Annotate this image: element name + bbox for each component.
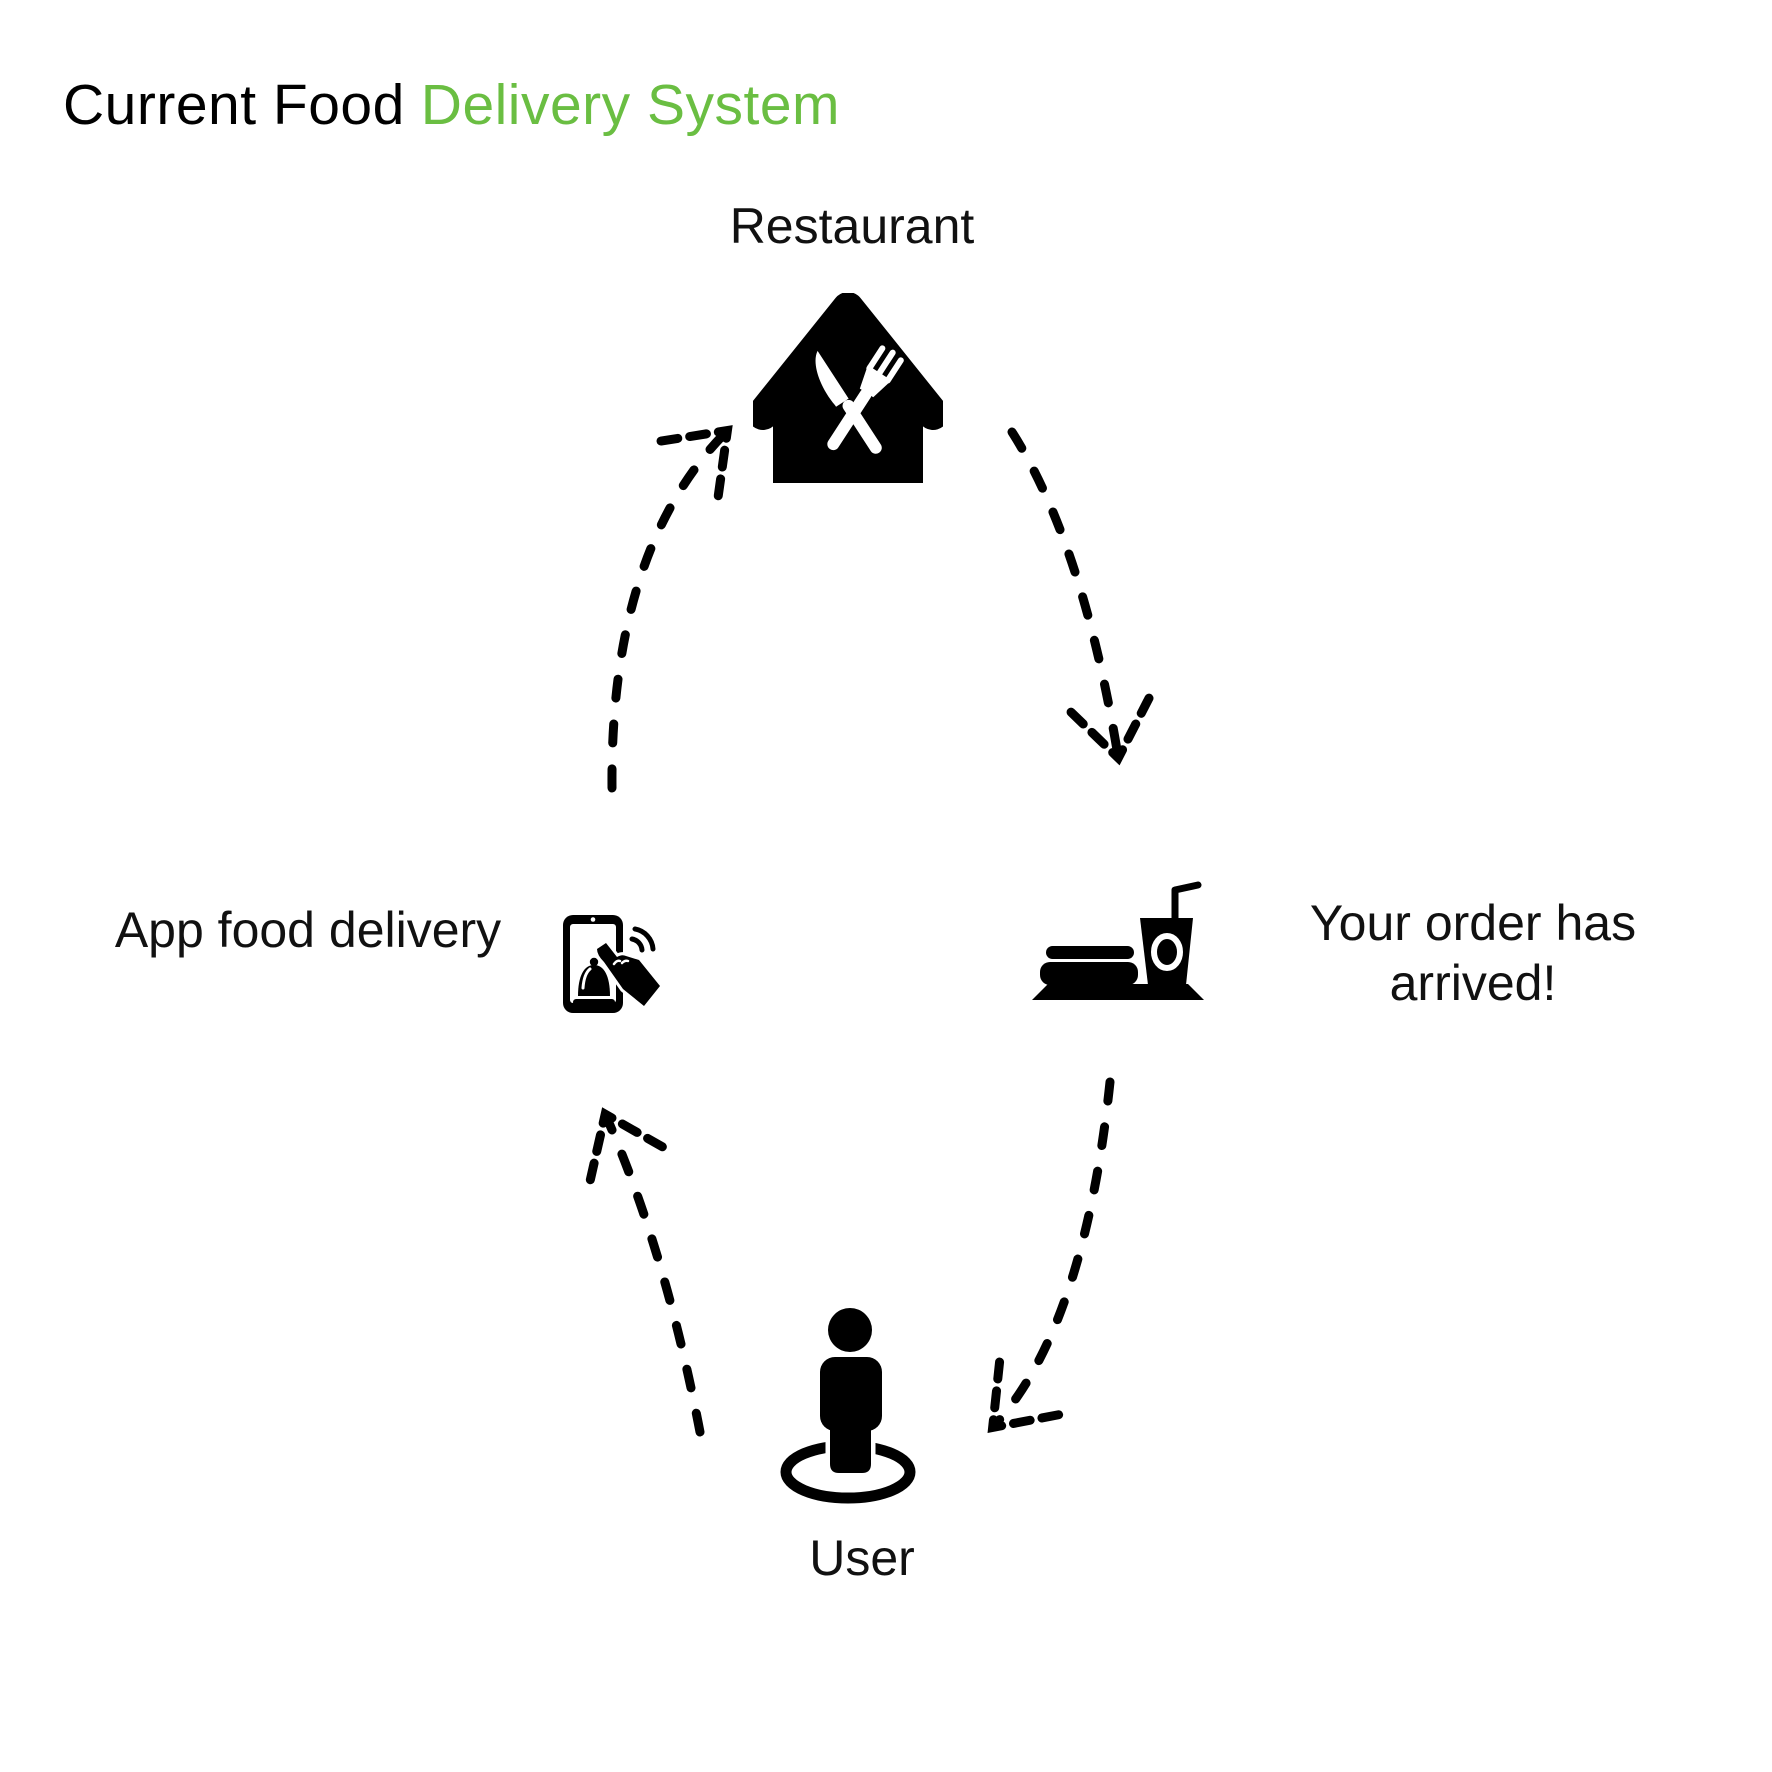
app-food-delivery-label: App food delivery xyxy=(114,902,502,958)
arrow-restaurant-to-order-icon xyxy=(1007,427,1118,756)
delivery-app-phone-icon xyxy=(563,915,663,1013)
food-tray-icon xyxy=(1032,881,1204,1000)
person-torso xyxy=(820,1357,882,1431)
knuckle-marks xyxy=(612,959,630,966)
restaurant-house-icon xyxy=(753,293,943,483)
user-location-icon xyxy=(780,1308,916,1504)
tray-base xyxy=(1032,984,1204,1000)
restaurant-label: Restaurant xyxy=(729,198,975,254)
arrow-user-to-app-icon xyxy=(606,1116,700,1437)
page-title-green-part: Delivery System xyxy=(420,73,841,137)
fork-glyph xyxy=(827,345,904,451)
person-legs xyxy=(825,1425,876,1478)
tap-signal-waves-icon xyxy=(629,926,656,953)
tapping-hand-icon xyxy=(594,940,663,1009)
order-arrived-label: Your order has arrived! xyxy=(1309,895,1637,1011)
arrow-app-to-restaurant-icon xyxy=(607,432,726,793)
user-label: User xyxy=(809,1530,915,1586)
cloche-glyph xyxy=(573,957,615,1006)
sandwich-glyph xyxy=(1040,946,1138,985)
arrow-order-to-user-icon xyxy=(994,1077,1115,1426)
page-title-black-part: Current Food xyxy=(63,73,405,137)
drink-cup-glyph xyxy=(1140,881,1202,985)
person-head xyxy=(828,1308,872,1352)
phone-speaker-dot xyxy=(590,917,596,922)
